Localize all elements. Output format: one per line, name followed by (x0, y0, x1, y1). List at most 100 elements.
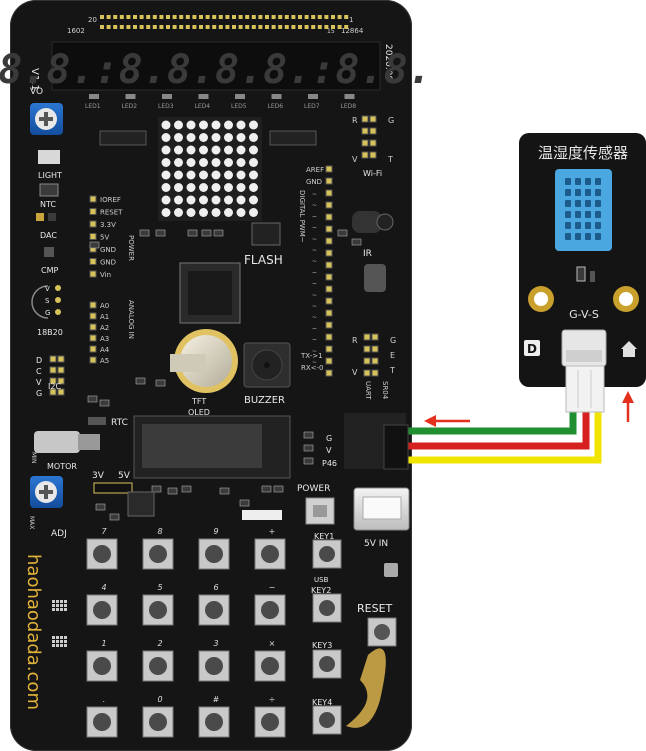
key-cap[interactable] (205, 601, 223, 619)
header-dot (56, 600, 59, 603)
side-key-3[interactable] (312, 649, 342, 679)
key-cap[interactable] (261, 545, 279, 563)
pin (325, 225, 333, 233)
matrix-dot (161, 170, 171, 180)
key-cap[interactable] (149, 713, 167, 731)
keypad-key[interactable]: 9 (198, 527, 230, 570)
port-g-label: G (326, 434, 332, 443)
key-cap[interactable] (93, 713, 111, 731)
matrix-dot (249, 158, 258, 167)
key-cap[interactable] (149, 545, 167, 563)
keypad-key[interactable]: 8 (142, 527, 174, 570)
side-key-4[interactable] (312, 705, 342, 735)
key-symbol: + (269, 527, 276, 536)
side-key-2[interactable] (312, 593, 342, 623)
reset-button[interactable] (367, 617, 397, 647)
key-cap[interactable] (149, 657, 167, 675)
digital-pin-label: ~ (312, 292, 317, 299)
keypad-key[interactable]: 3 (198, 639, 230, 682)
key-cap[interactable] (93, 601, 111, 619)
matrix-dot (211, 120, 221, 130)
analog-pin-label: A5 (100, 357, 109, 365)
rtc-label: RTC (111, 418, 128, 428)
pin (369, 127, 377, 135)
key-cap[interactable] (319, 656, 335, 672)
key-cap[interactable] (319, 712, 335, 728)
power-button[interactable] (305, 497, 335, 525)
header-pin (251, 25, 256, 29)
keypad-key[interactable]: 7 (86, 527, 118, 570)
smd-components (87, 229, 362, 521)
header-pin (192, 25, 197, 29)
key-cap[interactable] (319, 546, 335, 562)
key-cap[interactable] (261, 713, 279, 731)
key-cap[interactable] (149, 601, 167, 619)
pin (363, 369, 371, 377)
ir-component (364, 264, 386, 292)
keypad-key[interactable]: + (254, 527, 286, 570)
keypad-key[interactable]: # (198, 695, 230, 738)
led (308, 94, 318, 99)
side-keys[interactable] (312, 539, 342, 735)
keypad-key[interactable]: . (86, 695, 118, 738)
key-cap[interactable] (205, 713, 223, 731)
key-cap[interactable] (261, 601, 279, 619)
key-body[interactable] (142, 706, 174, 738)
date-label: 2020.09 (383, 44, 393, 81)
grille-slot (565, 178, 571, 185)
key-cap[interactable] (205, 657, 223, 675)
key-cap[interactable] (205, 545, 223, 563)
matrix-dot (236, 120, 246, 130)
pin (89, 323, 97, 331)
matrix-dot (174, 208, 183, 217)
potentiometer-adj[interactable] (30, 476, 63, 508)
header-pin (113, 15, 118, 19)
header-pin (119, 15, 124, 19)
key-cap[interactable] (319, 600, 335, 616)
potentiometer-top[interactable] (30, 103, 63, 135)
matrix-dot (186, 120, 196, 130)
header-dot (52, 636, 55, 639)
grille-slot (595, 200, 601, 207)
key-cap[interactable] (93, 545, 111, 563)
matrix-dot (174, 133, 183, 142)
digital-pin-label: ~ (312, 225, 317, 232)
header-pin (212, 25, 217, 29)
grille-slot (575, 211, 581, 218)
side-key-1[interactable] (312, 539, 342, 569)
header-dot (64, 600, 67, 603)
header-pin (311, 25, 316, 29)
usb-switch (384, 563, 398, 577)
pin (361, 115, 369, 123)
usb-port[interactable] (353, 487, 410, 531)
sr04-e: E (390, 351, 395, 360)
keypad-key[interactable]: 0 (142, 695, 174, 738)
keypad-key[interactable]: ÷ (254, 695, 286, 738)
key-body[interactable] (86, 706, 118, 738)
keypad-key[interactable]: 4 (86, 583, 118, 626)
keypad-key[interactable]: 2 (142, 639, 174, 682)
ic-chip (269, 130, 317, 146)
pin (325, 285, 333, 293)
matrix-dot (249, 120, 258, 130)
board-top-header: 20 1602 1 15 12864 (67, 15, 364, 35)
sr04-g: G (390, 336, 396, 345)
header-pin (298, 15, 302, 19)
header-label: 15 (327, 28, 335, 35)
key-cap[interactable] (261, 657, 279, 675)
keypad-key[interactable]: 1 (86, 639, 118, 682)
aref-label: AREF (306, 166, 324, 174)
key-cap[interactable] (93, 657, 111, 675)
keypad-key[interactable]: − (254, 583, 286, 626)
header-pin (199, 15, 203, 19)
key-body[interactable] (198, 650, 230, 682)
digital-pin-label: ~ (312, 281, 317, 288)
matrix-dot (186, 170, 196, 180)
keypad-key[interactable]: 6 (198, 583, 230, 626)
grille-slot (595, 178, 601, 185)
keypad-key[interactable]: 5 (142, 583, 174, 626)
keypad-key[interactable]: × (254, 639, 286, 682)
power-button-label: POWER (297, 484, 330, 494)
